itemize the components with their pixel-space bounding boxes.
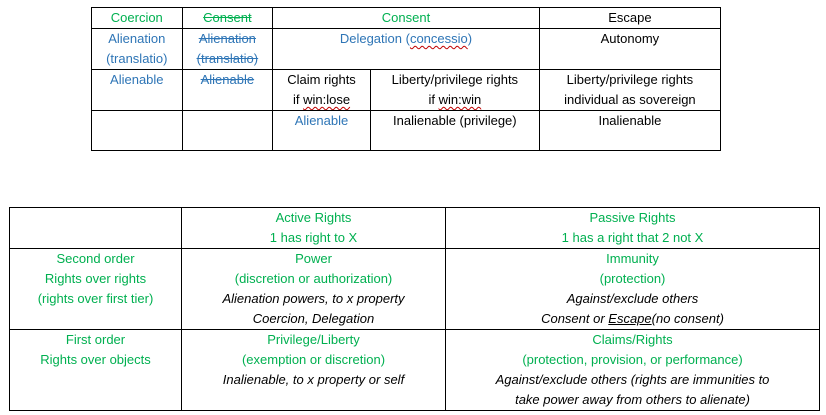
immunity-line2: (protection) [599, 271, 666, 286]
claims-line3: Against/exclude others (rights are immun… [495, 372, 770, 387]
liberty-line2-word: win:win [438, 92, 482, 107]
claim-line2-prefix: if [292, 92, 304, 107]
immunity-line4-prefix: Consent or [541, 311, 609, 326]
alienable-struck-cell: Alienable [181, 69, 274, 111]
delegation-suffix: ) [467, 31, 473, 46]
privilege-line3: Inalienable, to x property or self [222, 372, 405, 387]
second-order-line1: Second order [56, 251, 135, 266]
immunity-line1: Immunity [606, 251, 659, 266]
empty-cell [181, 110, 274, 151]
alienation-line2: (translatio) [106, 51, 168, 66]
passive-rights-header: Passive Rights 1 has a right that 2 not … [445, 207, 820, 249]
active-line1: Active Rights [275, 210, 352, 225]
claims-line2: (protection, provision, or performance) [522, 352, 743, 367]
immunity-line4-word: Escape [608, 311, 652, 326]
active-rights-header: Active Rights 1 has right to X [181, 207, 446, 249]
claim-line2-word: win:lose [303, 92, 351, 107]
claim-line1: Claim rights [287, 72, 356, 87]
consent-struck-header: Consent [181, 7, 274, 29]
claims-cell: Claims/Rights (protection, provision, or… [445, 329, 820, 411]
delegation-word: concessio [409, 31, 468, 46]
alienable-cell: Alienable [91, 69, 183, 111]
second-order-label: Second order Rights over rights (rights … [9, 248, 182, 330]
rights-order-table: Active Rights 1 has right to X Passive R… [9, 207, 820, 411]
alienation-struck-cell: Alienation (translatio) [181, 28, 274, 70]
empty-cell [91, 110, 183, 151]
claims-line4: take power away from others to alienate) [515, 392, 750, 407]
immunity-cell: Immunity (protection) Against/exclude ot… [445, 248, 820, 330]
alienation-cell: Alienation (translatio) [91, 28, 183, 70]
claim-rights-cell: Claim rights if win:lose [272, 69, 371, 111]
first-order-line1: First order [65, 332, 126, 347]
claims-line1: Claims/Rights [592, 332, 673, 347]
escape-header: Escape [538, 7, 722, 29]
inalienable-privilege-cell: Inalienable (privilege) [369, 110, 540, 151]
delegation-prefix: Delegation ( [339, 31, 410, 46]
rights-transfer-table: Coercion Consent Consent Escape Alienati… [91, 7, 722, 151]
autonomy-cell: Autonomy [538, 28, 722, 70]
empty-corner-cell [9, 207, 182, 249]
alienation-struck-line2: (translatio) [196, 51, 259, 66]
alienable-claim-cell: Alienable [272, 110, 371, 151]
power-line4: Coercion, Delegation [252, 311, 375, 326]
delegation-cell: Delegation (concessio) [272, 28, 540, 70]
privilege-line1: Privilege/Liberty [267, 332, 360, 347]
liberty-rights-cell: Liberty/privilege rights if win:win [369, 69, 540, 111]
liberty-line2-prefix: if [428, 92, 439, 107]
passive-line1: Passive Rights [589, 210, 676, 225]
active-line2: 1 has right to X [269, 230, 358, 245]
power-line3: Alienation powers, to x property [222, 291, 405, 306]
liberty-line1: Liberty/privilege rights [391, 72, 519, 87]
consent-header: Consent [272, 7, 540, 29]
immunity-line4-suffix: (no consent) [651, 311, 724, 326]
first-order-line2: Rights over objects [40, 352, 151, 367]
escape-line2: individual as sovereign [564, 92, 696, 107]
power-line1: Power [295, 251, 332, 266]
first-order-label: First order Rights over objects [9, 329, 182, 411]
escape-liberty-cell: Liberty/privilege rights individual as s… [538, 69, 722, 111]
alienation-struck-line1: Alienation [198, 31, 256, 46]
second-order-line2: Rights over rights [44, 271, 147, 286]
second-order-line3: (rights over first tier) [37, 291, 154, 306]
privilege-cell: Privilege/Liberty (exemption or discreti… [181, 329, 446, 411]
privilege-line2: (exemption or discretion) [241, 352, 386, 367]
immunity-line3: Against/exclude others [566, 291, 699, 306]
coercion-header: Coercion [91, 7, 183, 29]
escape-line1: Liberty/privilege rights [566, 72, 694, 87]
passive-line2: 1 has a right that 2 not X [561, 230, 704, 245]
inalienable-cell: Inalienable [538, 110, 722, 151]
alienation-line1: Alienation [108, 31, 166, 46]
power-line2: (discretion or authorization) [234, 271, 393, 286]
power-cell: Power (discretion or authorization) Alie… [181, 248, 446, 330]
